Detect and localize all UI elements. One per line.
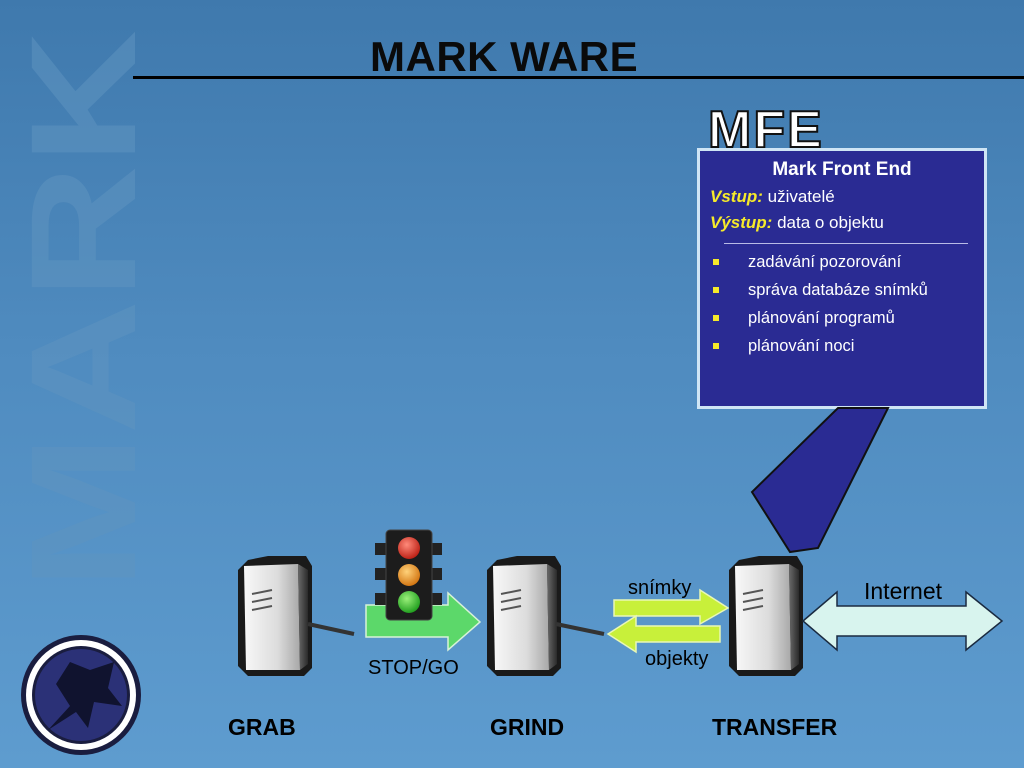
list-item-text: zadávání pozorování — [748, 253, 902, 271]
mfe-heading: Mark Front End — [772, 159, 912, 180]
mark-logo — [21, 635, 141, 755]
list-item-text: plánování noci — [748, 337, 855, 355]
internet-double-arrow — [801, 590, 1004, 652]
list-item: správa databáze snímků — [700, 281, 984, 300]
list-item: plánování noci — [700, 337, 984, 356]
list-item-text: plánování programů — [748, 309, 895, 327]
transfer-server-icon — [728, 555, 804, 677]
list-item: plánování programů — [700, 309, 984, 328]
grab-server-icon — [237, 555, 313, 677]
objekty-arrow — [606, 614, 721, 654]
bullet-icon — [713, 259, 719, 265]
mfe-input-line: Vstup: uživatelé — [710, 187, 984, 207]
output-key: Výstup: — [710, 213, 773, 232]
logo-mark-glyph — [48, 662, 122, 730]
output-value: data o objektu — [772, 213, 884, 232]
grab-cable — [307, 622, 355, 636]
stage-transfer-label: TRANSFER — [712, 714, 838, 740]
mfe-bullet-list: zadávání pozorování správa databáze sním… — [700, 253, 984, 356]
snimky-label: snímky — [628, 577, 692, 599]
mark-watermark: MARK — [0, 30, 167, 630]
page-title: MARK WARE — [370, 33, 639, 80]
mfe-down-arrow — [750, 407, 890, 554]
mfe-output-line: Výstup: data o objektu — [710, 213, 984, 233]
list-item: zadávání pozorování — [700, 253, 984, 272]
mfe-info-box: Mark Front End Vstup: uživatelé Výstup: … — [697, 148, 987, 409]
list-item-text: správa databáze snímků — [748, 281, 928, 299]
mark-watermark-graphic: MARK — [0, 30, 167, 590]
grind-cable — [555, 622, 605, 636]
input-value: uživatelé — [762, 187, 835, 206]
bullet-icon — [713, 315, 719, 321]
snimky-arrow — [613, 588, 730, 626]
bullet-icon — [713, 287, 719, 293]
grind-server-icon — [486, 555, 562, 677]
stage-grind-label: GRIND — [490, 714, 565, 740]
mark-watermark-text: MARK — [0, 30, 150, 590]
internet-label: Internet — [864, 578, 942, 604]
mfe-separator — [724, 243, 968, 244]
stopgo-label: STOP/GO — [368, 657, 459, 679]
input-key: Vstup: — [710, 187, 763, 206]
title-underline — [133, 76, 1024, 79]
objekty-label: objekty — [645, 648, 709, 670]
traffic-light-icon — [375, 529, 442, 621]
stage-grab-label: GRAB — [228, 714, 296, 740]
bullet-icon — [713, 343, 719, 349]
